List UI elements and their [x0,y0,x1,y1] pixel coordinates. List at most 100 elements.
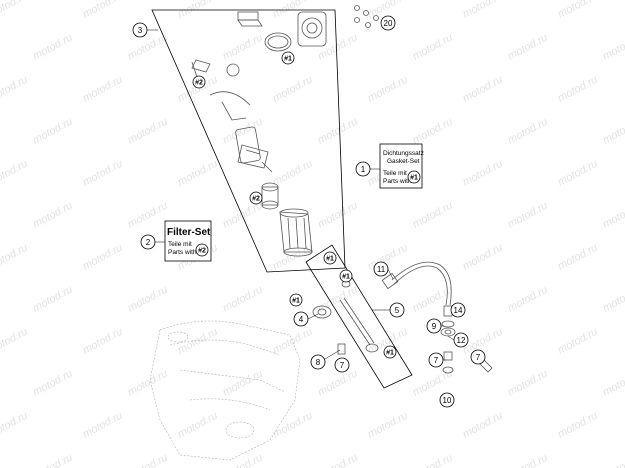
watermark-text: motod.ru [0,410,30,441]
callout-1: 1 [355,161,371,177]
filter-box-line1: Teile mit [168,241,192,248]
svg-text:9: 9 [432,322,437,331]
svg-text:#1: #1 [292,298,300,305]
callout-5: 5 [389,302,405,318]
pump-flange-parts [191,11,327,121]
watermark-text: motod.ru [461,410,505,441]
watermark-text: motod.ru [221,200,265,231]
ref-1-frame-top: #1 [323,251,337,265]
watermark-text: motod.ru [556,242,600,273]
svg-text:1: 1 [361,165,366,174]
filter-box-ref: #2 [198,248,206,255]
watermark-text: motod.ru [0,74,30,105]
watermark-text: motod.ru [81,410,125,441]
watermark-text: motod.ru [461,158,505,189]
svg-text:7: 7 [476,353,481,362]
reference-bubbles: #1 #2 #2 #1 #1 #1 #1 [192,51,397,359]
svg-text:12: 12 [457,336,466,345]
ref-2-upper: #2 [192,75,206,89]
gasket-box-ref: #1 [410,175,418,182]
watermark-text: motod.ru [601,200,625,231]
pump-body-parts [235,126,279,210]
watermark-text: motod.ru [411,284,455,315]
filter-set-box: Filter-Set Teile mit Parts with #2 [164,220,212,262]
watermark-text: motod.ru [126,200,170,231]
watermark-text: motod.ru [0,158,30,189]
fuel-filter-element [279,208,313,257]
watermark-text: motod.ru [506,452,550,468]
watermark-text: motod.ru [506,32,550,63]
svg-text:8: 8 [316,358,321,367]
watermark-text: motod.ru [556,326,600,357]
watermark-text: motod.ru [506,116,550,147]
watermark-text: motod.ru [176,158,220,189]
watermark-text: motod.ru [31,284,75,315]
watermark-text: motod.ru [81,158,125,189]
watermark-text: motod.ru [271,242,315,273]
callout-12: 12 [453,332,469,348]
svg-text:2: 2 [146,238,151,247]
watermark-text: motod.ru [0,0,30,21]
callout-4: 4 [293,311,309,327]
watermark-text: motod.ru [271,410,315,441]
watermark-text: motod.ru [0,242,30,273]
gasket-box-line4: Parts with [383,178,412,185]
watermark-text: motod.ru [81,326,125,357]
watermark-text: motod.ru [411,452,455,468]
watermark-text: motod.ru [126,116,170,147]
watermark-text: motod.ru [411,32,455,63]
watermark-text: motod.ru [31,452,75,468]
watermark-text: motod.ru [271,158,315,189]
watermark-text: motod.ru [176,410,220,441]
svg-text:#2: #2 [252,196,260,203]
ref-1-left: #1 [289,293,303,307]
callout-14: 14 [450,302,466,318]
callout-2: 2 [140,234,156,250]
watermark-text: motod.ru [461,0,505,21]
watermark-text: motod.ru [556,158,600,189]
callout-11: 11 [373,261,389,277]
watermark-text: motod.ru [126,368,170,399]
svg-text:4: 4 [299,315,304,324]
watermark-text: motod.ru [601,452,625,468]
watermark-text: motod.ru [316,32,360,63]
watermark-text: motod.ru [556,74,600,105]
watermark-text: motod.ru [126,284,170,315]
callout-3: 3 [132,22,148,38]
watermark-text: motod.ru [81,242,125,273]
assembly-outline-frame [151,9,346,273]
hardware-bolts [354,5,379,28]
watermark-text: motod.ru [556,0,600,21]
watermark-text: motod.ru [31,368,75,399]
svg-text:10: 10 [443,396,452,405]
svg-text:7: 7 [340,361,345,370]
watermark-text: motod.ru [316,200,360,231]
watermark-text: motod.ru [411,200,455,231]
watermark-text: motod.ru [506,368,550,399]
watermark-text: motod.ru [461,74,505,105]
watermark-text: motod.ru [221,32,265,63]
svg-text:#1: #1 [284,56,292,63]
watermark-text: motod.ru [176,326,220,357]
filter-box-title: Filter-Set [167,227,211,238]
svg-text:#1: #1 [386,350,394,357]
callout-8: 8 [310,354,326,370]
watermark-text: motod.ru [31,116,75,147]
watermark-text: motod.ru [81,74,125,105]
callout-7b: 7 [428,352,444,368]
svg-text:14: 14 [454,306,463,315]
svg-text:20: 20 [384,19,393,28]
svg-text:#2: #2 [195,80,203,87]
svg-text:7: 7 [434,356,439,365]
watermark-text: motod.ru [0,326,30,357]
watermark-text: motod.ru [601,32,625,63]
svg-text:#1: #1 [326,256,334,263]
callout-bubbles: 3 20 1 2 4 5 7 7 7 8 9 10 11 12 14 [132,15,486,408]
watermark-text: motod.ru [271,326,315,357]
watermark-text: motod.ru [411,116,455,147]
watermark-text: motod.ru [221,284,265,315]
watermark-text: motod.ru [221,368,265,399]
gasket-set-box: Dichtungssatz Gasket-Set Teile mit Parts… [379,143,424,189]
